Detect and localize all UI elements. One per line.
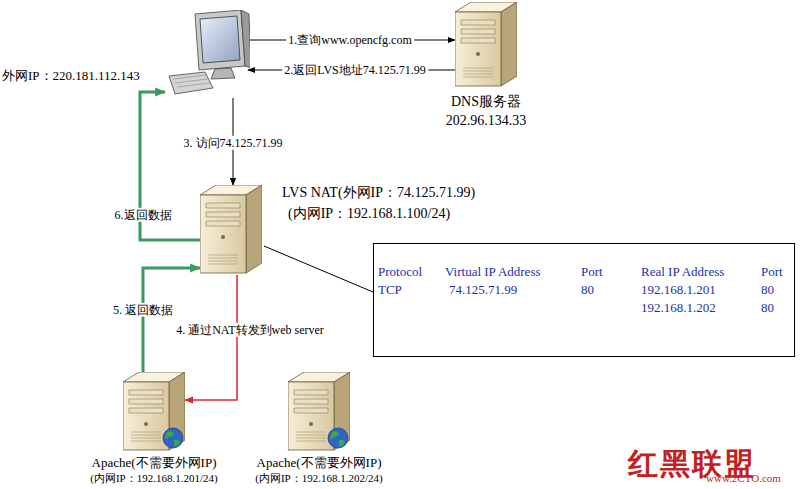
node-label: 202.96.134.33 <box>446 113 527 130</box>
table-cell: Virtual IP Address <box>445 264 541 280</box>
apache-server: Apache(不需要外网IP)(内网IP：192.168.1.201/24) <box>123 372 185 452</box>
client-pc: 外网IP：220.181.112.143 <box>165 10 250 98</box>
connector <box>185 275 237 400</box>
node-label: DNS服务器 <box>451 94 521 111</box>
connector <box>143 268 200 372</box>
node-label: (内网IP：192.168.1.202/24) <box>255 472 382 485</box>
apache-server: Apache(不需要外网IP)(内网IP：192.168.1.202/24) <box>288 372 350 452</box>
edge-label: 6.返回数据 <box>113 208 174 222</box>
table-cell: 80 <box>581 282 594 298</box>
table-cell: Real IP Address <box>641 264 724 280</box>
table-cell: 74.125.71.99 <box>449 282 517 298</box>
pc-icon <box>165 10 250 98</box>
lvs-table: Protocol Virtual IP Address Port Real IP Ad… <box>373 243 795 357</box>
edge-label: 5. 返回数据 <box>111 303 175 317</box>
table-cell: 80 <box>761 300 774 316</box>
table-cell: TCP <box>378 282 402 298</box>
edge-label: 3. 访问74.125.71.99 <box>182 136 285 150</box>
lvs-server: LVS NAT(外网IP：74.125.71.99)(内网IP：192.168.… <box>200 185 262 275</box>
node-label: Apache(不需要外网IP) <box>92 455 217 471</box>
connector <box>264 246 373 292</box>
table-cell: 192.168.1.201 <box>641 282 716 298</box>
edge-label: 4. 通过NAT转发到web server <box>174 323 326 337</box>
table-cell: 192.168.1.202 <box>641 300 716 316</box>
node-label: Apache(不需要外网IP) <box>257 455 382 471</box>
server-icon <box>288 372 350 452</box>
node-label: (内网IP：192.168.1.100/24) <box>288 206 450 223</box>
node-label: (内网IP：192.168.1.201/24) <box>90 472 217 485</box>
table-cell: Port <box>761 264 783 280</box>
dns-server: DNS服务器202.96.134.33 <box>455 2 517 88</box>
edge-label: 2.返回LVS地址74.125.71.99 <box>282 63 428 77</box>
watermark: www.2CTO.com <box>706 472 781 484</box>
table-cell: Port <box>581 264 603 280</box>
node-label: 外网IP：220.181.112.143 <box>2 68 140 84</box>
table-cell: Protocol <box>378 264 422 280</box>
server-icon <box>455 2 517 88</box>
node-label: LVS NAT(外网IP：74.125.71.99) <box>282 185 475 202</box>
table-cell: 80 <box>761 282 774 298</box>
server-icon <box>200 185 262 275</box>
edge-label: 1.查询www.opencfg.com <box>286 33 414 47</box>
server-icon <box>123 372 185 452</box>
